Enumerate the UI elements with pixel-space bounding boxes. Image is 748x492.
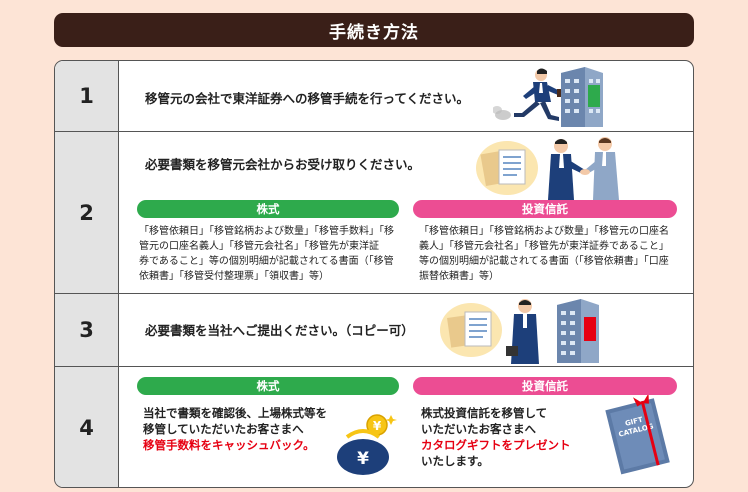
step-number: 2 [55, 132, 119, 293]
procedure-table: 1 移管元の会社で東洋証券への移管手続を行ってください。 [54, 60, 694, 488]
trusts-label: 投資信託 [413, 200, 677, 218]
documents-icon [476, 141, 538, 195]
stocks-benefit: 当社で書類を確認後、上場株式等を 移管していただいたお客さまへ 移管手数料をキャ… [143, 406, 327, 452]
stocks-requirements: 「移管依頼日」「移管銘柄および数量」「移管手数料」「移 管元の口座名義人」「移管… [139, 226, 394, 282]
svg-text:¥: ¥ [373, 419, 382, 433]
step-text: 必要書類を当社へご提出ください。（コピー可） [145, 323, 414, 338]
businessman-running-icon [493, 68, 567, 121]
step-text: 移管元の会社で東洋証券への移管手続を行ってください。 [145, 91, 470, 106]
step-number: 4 [55, 367, 119, 487]
trusts-requirements: 「移管依頼日」「移管銘柄および数量」「移管元の口座名 義人」「移管元会社名」「移… [419, 226, 669, 282]
trusts-benefit: 株式投資信託を移管して いただいたお客さまへ カタログギフトをプレゼント いたし… [421, 406, 571, 468]
handshake-icon [548, 137, 619, 200]
step-row-4: 4 株式 当社で書類を確認後、上場株式等を 移管していただいたお客さまへ 移管手… [55, 366, 693, 487]
step-row-3: 3 必要書類を当社へご提出ください。（コピー可） [55, 293, 693, 366]
step-row-1: 1 移管元の会社で東洋証券への移管手続を行ってください。 [55, 61, 693, 131]
office-building-icon [561, 67, 603, 127]
office-building-icon [557, 299, 599, 363]
step-text: 必要書類を移管元会社からお受け取りください。 [145, 157, 421, 172]
stocks-label: 株式 [137, 200, 399, 218]
step-row-2: 2 必要書類を移管元会社からお受け取りください。 株式 「 [55, 131, 693, 293]
documents-icon [440, 303, 502, 357]
svg-text:¥: ¥ [357, 449, 369, 469]
step-number: 3 [55, 294, 119, 366]
businessman-standing-icon [506, 299, 539, 364]
step-number: 1 [55, 61, 119, 131]
trusts-label: 投資信託 [413, 377, 677, 395]
stocks-label: 株式 [137, 377, 399, 395]
yen-purse-icon: ¥ ¥ [337, 414, 397, 475]
gift-catalog-icon: GIFT CATALOG [605, 395, 670, 475]
page-title: 手続き方法 [54, 13, 694, 47]
